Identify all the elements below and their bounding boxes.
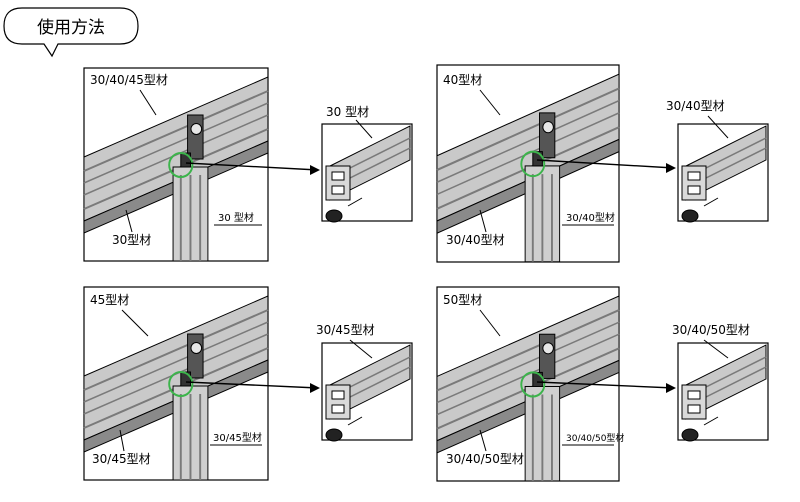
panel-1-post-label: 30 型材 bbox=[218, 211, 254, 224]
panel-3-detail-label: 30/45型材 bbox=[316, 323, 375, 337]
panel-2-detail-label: 30/40型材 bbox=[666, 99, 725, 113]
panel-2-main-label: 40型材 bbox=[443, 73, 482, 87]
panel-4-main-label: 50型材 bbox=[443, 293, 482, 307]
title-bubble: 使用方法 bbox=[3, 7, 139, 58]
panel-3-main-label: 45型材 bbox=[90, 293, 129, 307]
panel-4: 50型材 30/40/50型材 30/40/50型材 30/40/50型材 bbox=[435, 286, 769, 482]
panel-1: 30/40/45型材 30型材 30 型材 30 型材 bbox=[83, 67, 413, 262]
panel-2: 40型材 30/40型材 30/40型材 30/40型材 bbox=[435, 64, 769, 263]
panel-4-bottom-label: 30/40/50型材 bbox=[446, 452, 524, 466]
panel-1-main-label: 30/40/45型材 bbox=[90, 73, 168, 87]
panel-2-bottom-label: 30/40型材 bbox=[446, 233, 505, 247]
panel-3-bottom-label: 30/45型材 bbox=[92, 452, 151, 466]
panel-3-post-label: 30/45型材 bbox=[213, 431, 262, 444]
panel-2-post-label: 30/40型材 bbox=[566, 211, 615, 224]
panel-1-bottom-label: 30型材 bbox=[112, 233, 151, 247]
panel-4-post-label: 30/40/50型材 bbox=[566, 432, 624, 444]
panel-3: 45型材 30/45型材 30/45型材 30/45型材 bbox=[83, 286, 413, 481]
page-title: 使用方法 bbox=[37, 17, 105, 38]
panel-4-detail-label: 30/40/50型材 bbox=[672, 323, 750, 337]
panel-1-detail-label: 30 型材 bbox=[326, 105, 369, 119]
